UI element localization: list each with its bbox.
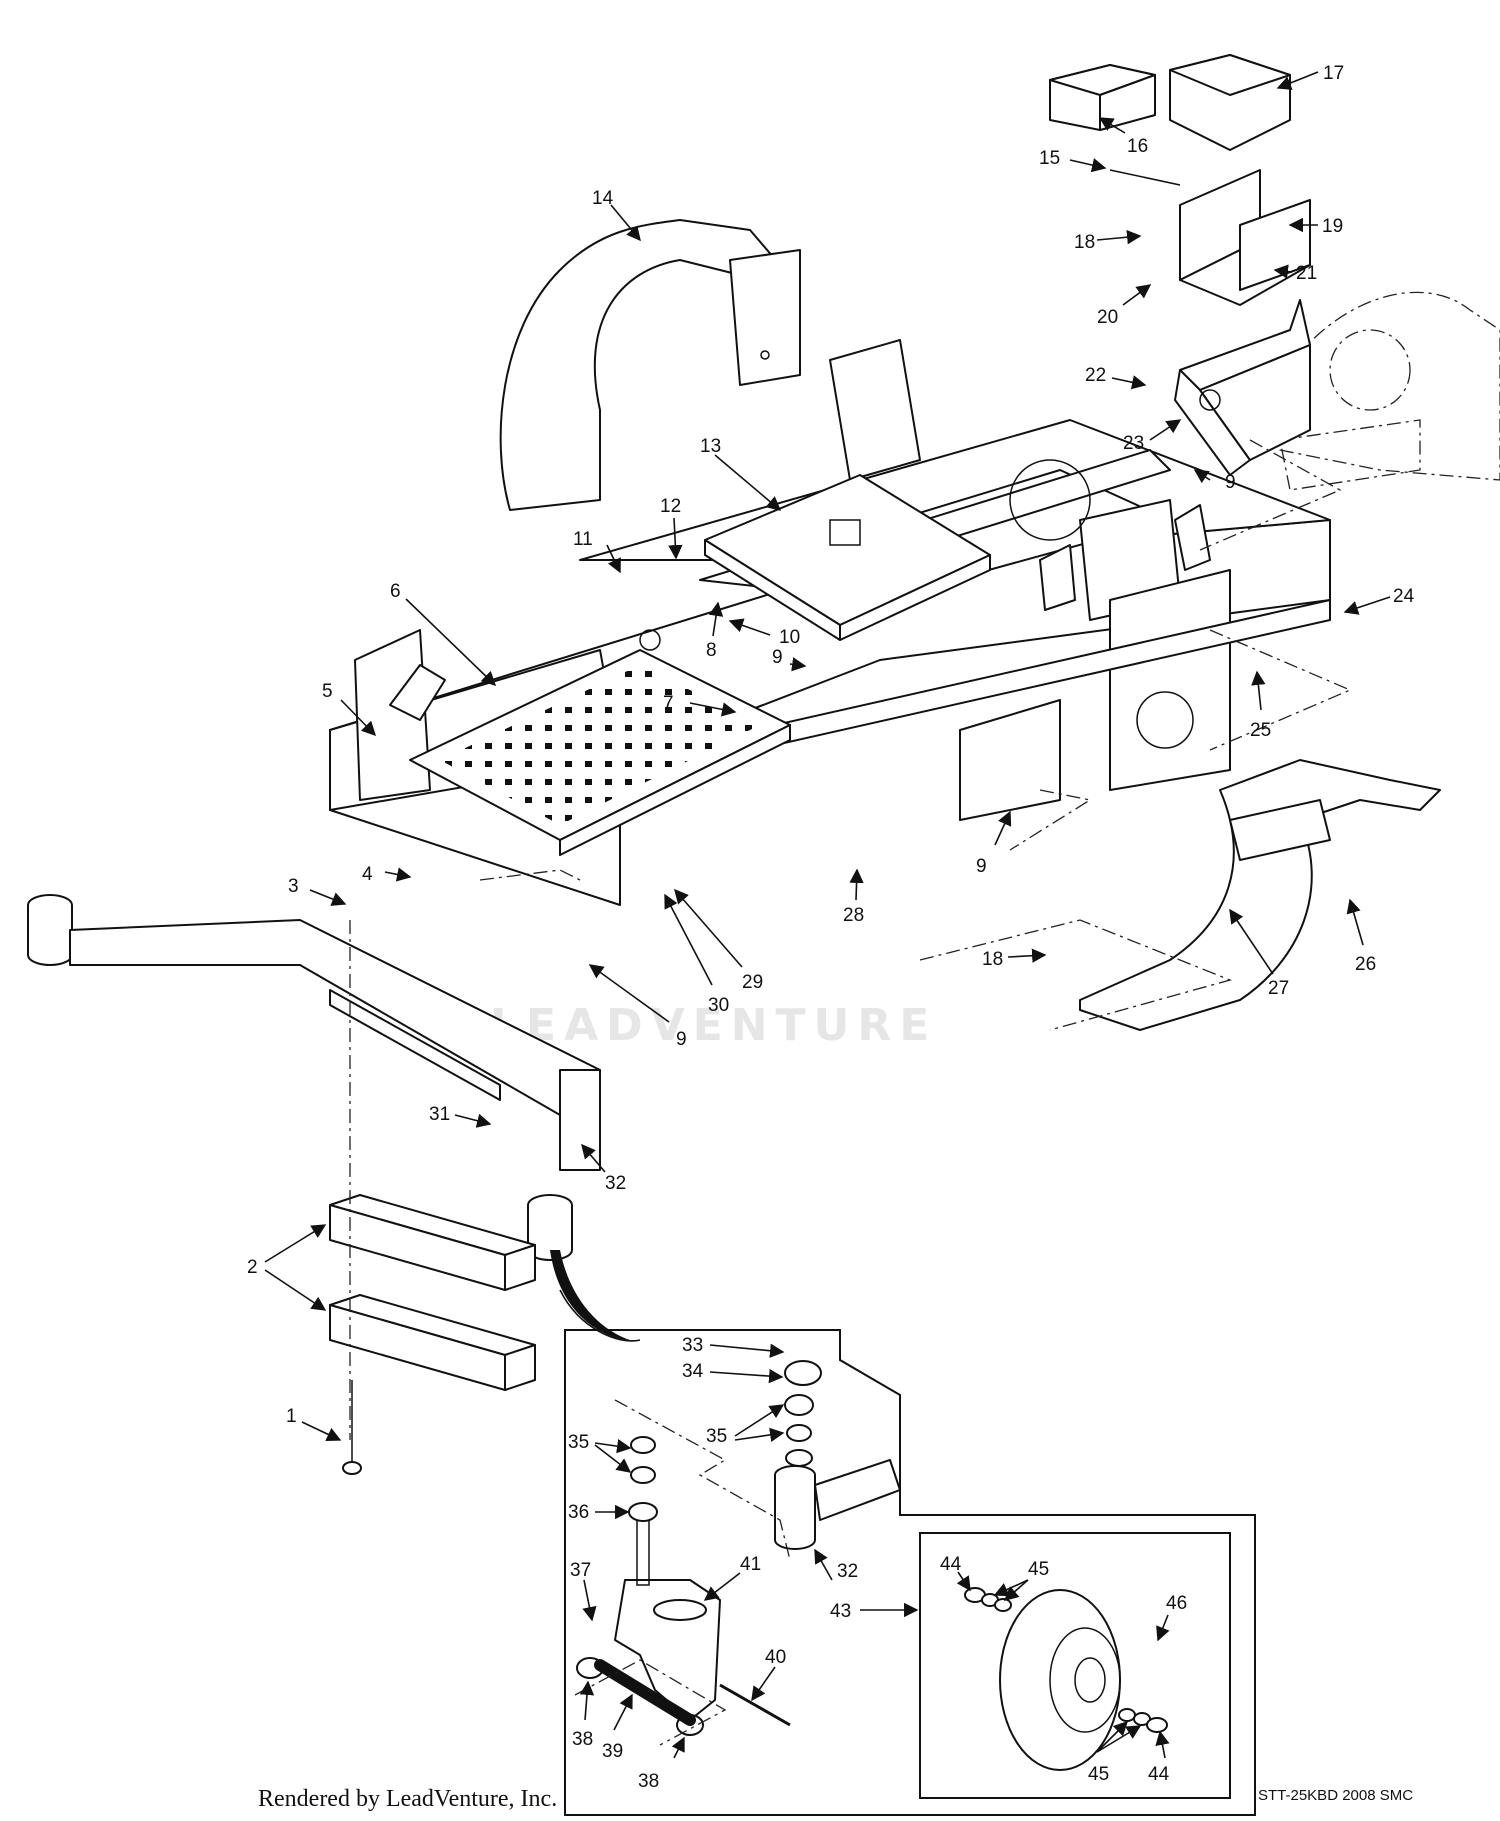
bolt-15 — [1109, 169, 1181, 186]
callout-label: 32 — [837, 1561, 858, 1582]
callout-label: 12 — [660, 496, 681, 517]
credit-text: Rendered by LeadVenture, Inc. — [258, 1786, 558, 1812]
callout-label: 29 — [742, 972, 763, 993]
callout-label: 7 — [663, 693, 674, 714]
callout-label: 5 — [322, 681, 333, 702]
callout-label: 18 — [1074, 232, 1095, 253]
callout-label: 23 — [1123, 433, 1144, 454]
callout-label: 46 — [1166, 1593, 1187, 1614]
callout-label: 11 — [573, 529, 593, 550]
caster-yoke — [614, 1519, 721, 1721]
callout-label: 35 — [568, 1432, 589, 1453]
seat-plate — [704, 474, 991, 641]
callout-label: 38 — [638, 1771, 659, 1792]
callout-label: 2 — [247, 1257, 258, 1278]
frame-assembly-lines — [479, 439, 1352, 1031]
detail-swoosh-tail — [559, 1289, 641, 1342]
callout-label: 9 — [772, 647, 783, 668]
callout-label: 34 — [682, 1361, 704, 1382]
callout-label: 9 — [976, 856, 987, 877]
battery-tray — [1179, 169, 1311, 306]
callout-label: 9 — [1225, 472, 1236, 493]
callout-label: 41 — [740, 1554, 761, 1575]
callout-labels: 1 2 3 4 5 6 7 8 9 9 9 9 10 11 12 13 14 1… — [247, 63, 1415, 1792]
callout-label: 35 — [706, 1426, 727, 1447]
axle-tube-detail — [774, 1459, 901, 1550]
detail-swoosh — [550, 1250, 630, 1340]
fender-left — [499, 219, 801, 511]
front-axle — [27, 894, 601, 1261]
callout-label: 8 — [706, 640, 717, 661]
callout-label: 38 — [572, 1729, 593, 1750]
battery — [1049, 64, 1156, 131]
callout-label: 15 — [1039, 148, 1060, 169]
callout-label: 44 — [940, 1554, 962, 1575]
callout-label: 10 — [779, 627, 800, 648]
callout-label: 13 — [700, 436, 721, 457]
watermark-text: LEADVENTURE — [490, 1000, 937, 1051]
callout-label: 28 — [843, 905, 864, 926]
callout-label: 1 — [286, 1406, 297, 1427]
callout-label: 24 — [1393, 586, 1415, 607]
callout-label: 6 — [390, 581, 401, 602]
callout-label: 26 — [1355, 954, 1376, 975]
callout-label: 19 — [1322, 216, 1343, 237]
callout-label: 21 — [1296, 263, 1317, 284]
callout-label: 17 — [1323, 63, 1344, 84]
callout-label: 40 — [765, 1647, 786, 1668]
callout-label: 31 — [429, 1104, 450, 1125]
floor-pan — [389, 629, 791, 856]
callout-label: 30 — [708, 995, 729, 1016]
engine-outline — [1279, 291, 1500, 491]
callout-label: 36 — [568, 1502, 589, 1523]
pivot-blocks — [329, 1194, 536, 1391]
caster-wheel — [999, 1589, 1121, 1771]
callout-label: 3 — [288, 876, 299, 897]
callout-label: 32 — [605, 1173, 626, 1194]
callout-label: 44 — [1148, 1764, 1170, 1785]
spacer-tube — [594, 1659, 696, 1726]
callout-label: 37 — [570, 1560, 591, 1581]
battery-cover — [1169, 54, 1291, 151]
callout-label: 16 — [1127, 136, 1148, 157]
callout-label: 22 — [1085, 365, 1106, 386]
callout-label: 39 — [602, 1741, 623, 1762]
pivot-bolt — [342, 920, 362, 1475]
callout-label: 27 — [1268, 978, 1289, 999]
callout-label: 20 — [1097, 307, 1118, 328]
battery-bracket — [1174, 299, 1311, 476]
callout-label: 33 — [682, 1335, 703, 1356]
callout-label: 43 — [830, 1601, 851, 1622]
callout-label: 14 — [592, 188, 614, 209]
callout-label: 4 — [362, 864, 373, 885]
drawing-code: STT-25KBD 2008 SMC — [1258, 1787, 1414, 1804]
callout-label: 45 — [1088, 1764, 1109, 1785]
detail-box — [564, 1329, 1256, 1816]
axle-bolt — [719, 1683, 791, 1727]
detail-assembly-lines — [574, 1399, 791, 1746]
fender-right — [1079, 759, 1441, 1031]
callout-label: 25 — [1250, 720, 1271, 741]
callout-label: 45 — [1028, 1559, 1049, 1580]
callout-label: 18 — [982, 949, 1003, 970]
callout-label: 9 — [676, 1029, 687, 1050]
